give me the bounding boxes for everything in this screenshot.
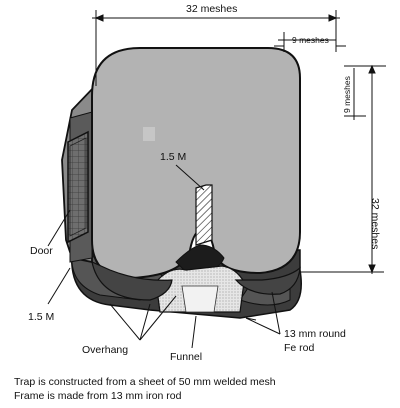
dim-top-label: 32 meshes (186, 3, 238, 15)
overhang-lobes (91, 260, 301, 301)
trap-body (91, 47, 301, 280)
funnel (155, 265, 245, 313)
dim-side-label: 32 meshes (369, 198, 381, 250)
dimension-top (92, 10, 340, 86)
door-label: Door (30, 245, 53, 257)
dimension-corner-horizontal (274, 32, 346, 52)
leader-lines (47, 164, 281, 349)
dim-corner-v-label: 9 meshes (342, 76, 352, 113)
door (67, 130, 89, 244)
overhang-label: Overhang (82, 344, 129, 356)
funnel-height-label: 1.5 M (160, 151, 187, 163)
caption-line1: Trap is constructed from a sheet of 50 m… (14, 376, 276, 388)
rod-label-line1: 13 mm round (284, 328, 346, 340)
dim-corner-h-label: 9 meshes (292, 35, 329, 45)
caption-line2: Frame is made from 13 mm iron rod (14, 390, 182, 402)
height-label: 1.5 M (28, 311, 55, 323)
funnel-label: Funnel (170, 351, 203, 363)
rod-label-line2: Fe rod (284, 342, 315, 354)
dimension-side (300, 64, 386, 274)
